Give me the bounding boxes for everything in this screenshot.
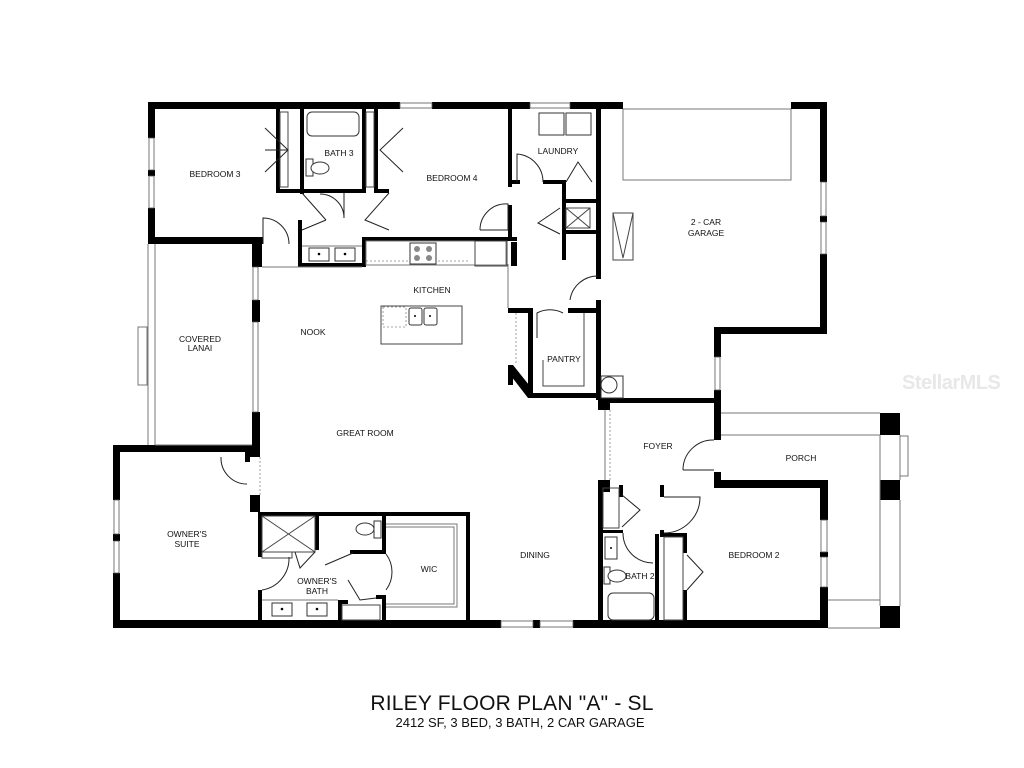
label-owners-suite-line2: SUITE bbox=[174, 539, 199, 549]
label-pantry: PANTRY bbox=[547, 354, 581, 364]
label-porch: PORCH bbox=[786, 453, 817, 463]
label-owners-suite-line1: OWNER'S bbox=[167, 529, 207, 539]
label-bedroom-3: BEDROOM 3 bbox=[189, 169, 240, 179]
watermark: StellarMLS bbox=[902, 372, 1001, 394]
label-owners-bath-line2: BATH bbox=[306, 586, 328, 596]
label-bath-2: BATH 2 bbox=[625, 571, 654, 581]
plan-title: RILEY FLOOR PLAN "A" - SL bbox=[370, 692, 654, 715]
windows bbox=[113, 102, 828, 628]
label-laundry: LAUNDRY bbox=[538, 146, 579, 156]
room-labels: BEDROOM 3 BATH 3 BEDROOM 4 LAUNDRY 2 - C… bbox=[167, 146, 816, 596]
label-kitchen: KITCHEN bbox=[413, 285, 450, 295]
label-lanai-line2: LANAI bbox=[188, 343, 213, 353]
doors bbox=[220, 127, 715, 601]
label-bedroom-4: BEDROOM 4 bbox=[426, 173, 477, 183]
label-great-room: GREAT ROOM bbox=[336, 428, 393, 438]
label-garage-line1: 2 - CAR bbox=[691, 217, 721, 227]
label-lanai-line1: COVERED bbox=[179, 334, 221, 344]
counters-and-fixtures bbox=[137, 108, 909, 629]
label-owners-bath-line1: OWNER'S bbox=[297, 576, 337, 586]
label-foyer: FOYER bbox=[643, 441, 672, 451]
interior-walls bbox=[245, 109, 721, 628]
label-bath-3: BATH 3 bbox=[324, 148, 353, 158]
label-garage-line2: GARAGE bbox=[688, 228, 725, 238]
label-wic: WIC bbox=[421, 564, 438, 574]
label-nook: NOOK bbox=[300, 327, 325, 337]
exterior-walls bbox=[113, 102, 828, 628]
label-dining: DINING bbox=[520, 550, 550, 560]
plan-subtitle: 2412 SF, 3 BED, 3 BATH, 2 CAR GARAGE bbox=[395, 715, 645, 730]
label-bedroom-2: BEDROOM 2 bbox=[728, 550, 779, 560]
